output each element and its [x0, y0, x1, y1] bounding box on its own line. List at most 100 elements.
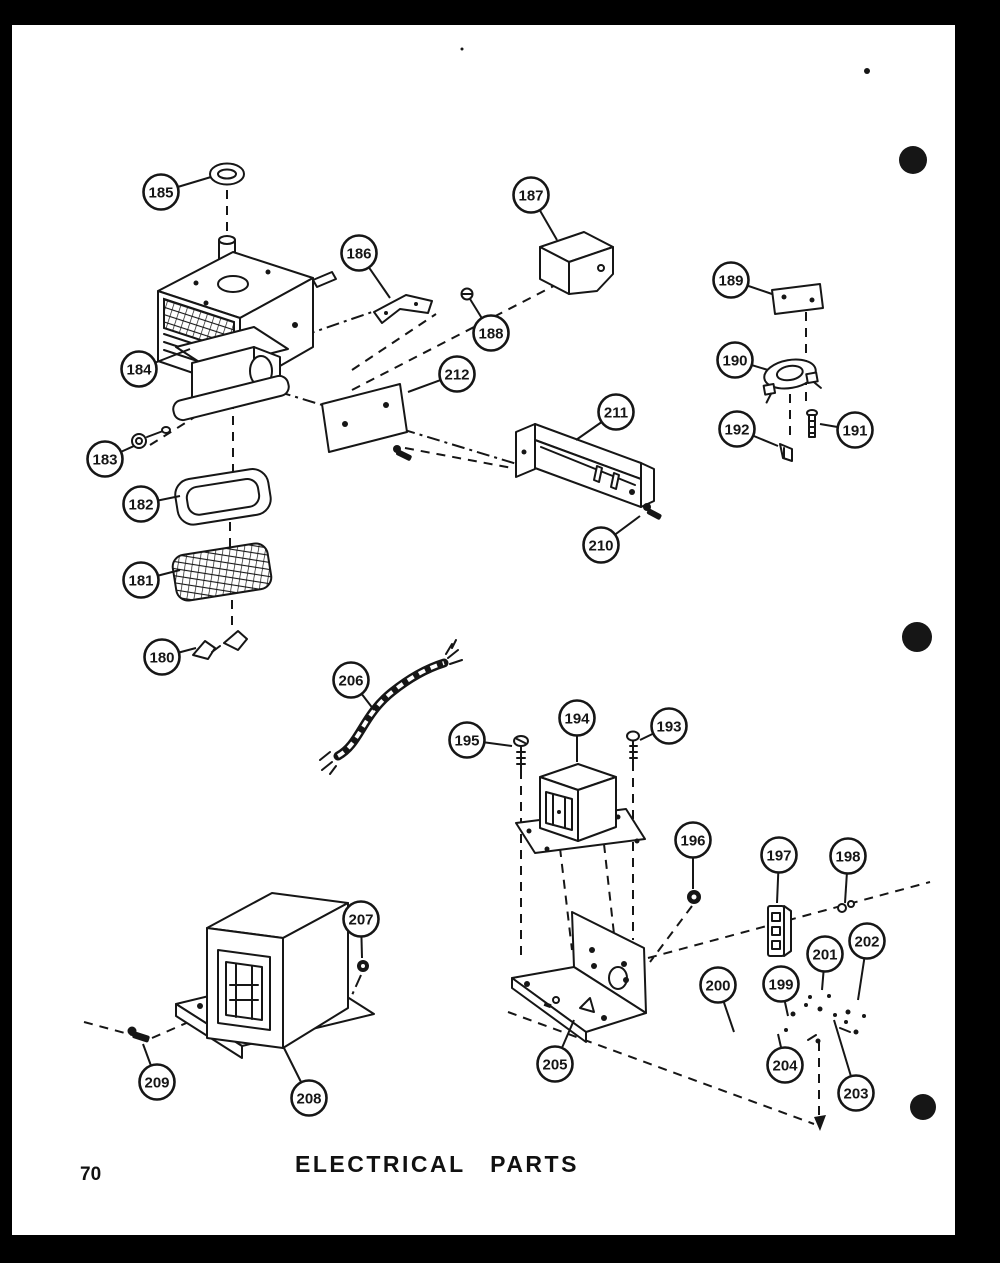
callout-186: 186	[340, 234, 391, 299]
callout-label: 199	[768, 977, 793, 994]
callout-label: 194	[564, 711, 590, 728]
callout-label: 197	[766, 848, 791, 865]
callout-label: 206	[338, 673, 363, 690]
callout-label: 191	[842, 423, 867, 440]
callouts-layer: 180 181 182 183 184 185 186 187 188 189 190 191 192 1…	[86, 173, 886, 1117]
wire-harness-part-206	[319, 639, 463, 775]
callout-label: 181	[128, 573, 153, 590]
callout-205: 205	[536, 1019, 575, 1083]
magnetron-assembly	[157, 162, 337, 422]
callout-191: 191	[819, 411, 874, 449]
callout-label: 182	[128, 497, 153, 514]
nut-part-207	[357, 960, 369, 972]
plate-part-212	[321, 383, 412, 461]
cover-part-187	[539, 231, 614, 295]
plate-part-189	[771, 283, 824, 315]
callout-label: 202	[854, 934, 879, 951]
callout-194: 194	[558, 699, 596, 762]
nut-part-196	[687, 890, 701, 904]
callout-185: 185	[142, 173, 212, 211]
callout-label: 189	[718, 273, 743, 290]
callout-label: 190	[722, 353, 747, 370]
thermostat-part-190	[762, 358, 822, 404]
callout-200: 200	[699, 966, 737, 1033]
callout-label: 188	[478, 326, 503, 343]
callout-188: 188	[469, 298, 510, 352]
callout-193: 193	[639, 707, 688, 745]
callout-label: 204	[772, 1058, 798, 1075]
retainer-clips-part	[192, 630, 248, 660]
callout-190: 190	[716, 341, 769, 379]
callout-211: 211	[575, 393, 635, 441]
registration-dot	[899, 146, 927, 174]
clip-part-192	[779, 443, 793, 462]
callout-label: 195	[454, 733, 479, 750]
callout-label: 207	[348, 912, 373, 929]
diagram-title: ELECTRICAL PARTS	[295, 1151, 579, 1177]
callout-180: 180	[143, 638, 197, 676]
callout-212: 212	[407, 355, 476, 393]
callout-label: 210	[588, 538, 613, 555]
callout-199: 199	[762, 965, 800, 1017]
callout-197: 197	[760, 836, 798, 904]
terminal-strip-part-197	[767, 905, 792, 957]
callout-209: 209	[138, 1043, 176, 1101]
callout-label: 198	[835, 849, 860, 866]
callout-196: 196	[674, 821, 712, 889]
registration-dots-layer	[460, 47, 936, 1120]
screw-part-195	[513, 735, 529, 771]
callout-label: 208	[296, 1091, 321, 1108]
registration-dot	[864, 68, 870, 74]
callout-192: 192	[718, 410, 779, 448]
screw-part-191	[806, 409, 818, 438]
callout-label: 183	[92, 452, 117, 469]
callout-label: 212	[444, 367, 469, 384]
screw-part-210	[643, 503, 662, 520]
callout-189: 189	[712, 261, 773, 299]
callout-187: 187	[512, 176, 558, 241]
callout-208: 208	[282, 1045, 328, 1117]
screw-part-209	[127, 1026, 150, 1043]
callout-label: 209	[144, 1075, 169, 1092]
mounting-bracket-part-205	[511, 911, 647, 1043]
paper	[12, 25, 955, 1235]
callout-label: 185	[148, 185, 173, 202]
callout-182: 182	[122, 485, 181, 523]
callout-206: 206	[332, 661, 375, 711]
callout-label: 186	[346, 246, 371, 263]
arrowhead	[814, 1115, 826, 1131]
page-number: 70	[80, 1164, 101, 1185]
registration-dot	[910, 1094, 936, 1120]
channel-bracket-part-211	[515, 423, 655, 508]
callout-label: 180	[149, 650, 174, 667]
callout-label: 200	[705, 978, 730, 995]
callout-195: 195	[448, 721, 513, 759]
mesh-screen-part	[171, 542, 273, 602]
callout-label: 196	[680, 833, 705, 850]
callout-label: 205	[542, 1057, 567, 1074]
transformer-part-194	[515, 763, 646, 854]
registration-dot	[902, 622, 932, 652]
bushing-part	[131, 426, 171, 449]
callout-201: 201	[806, 935, 844, 991]
callout-203: 203	[833, 1019, 875, 1112]
callout-label: 201	[812, 947, 837, 964]
callout-184: 184	[120, 348, 191, 388]
callout-198: 198	[829, 837, 867, 904]
callout-204: 204	[766, 1033, 804, 1084]
gasket-part	[174, 468, 272, 526]
hardware-cluster	[784, 994, 866, 1044]
bracket-part-186	[373, 294, 433, 324]
callout-202: 202	[848, 922, 886, 1001]
callout-210: 210	[582, 515, 641, 564]
callout-label: 184	[126, 362, 152, 379]
callout-label: 192	[724, 422, 749, 439]
screw-part-193	[626, 730, 640, 763]
registration-dot	[460, 47, 464, 51]
callout-label: 187	[518, 188, 543, 205]
callout-label: 193	[656, 719, 681, 736]
callout-183: 183	[86, 440, 135, 478]
callout-label: 211	[604, 405, 628, 422]
screw-part-188	[460, 287, 474, 301]
